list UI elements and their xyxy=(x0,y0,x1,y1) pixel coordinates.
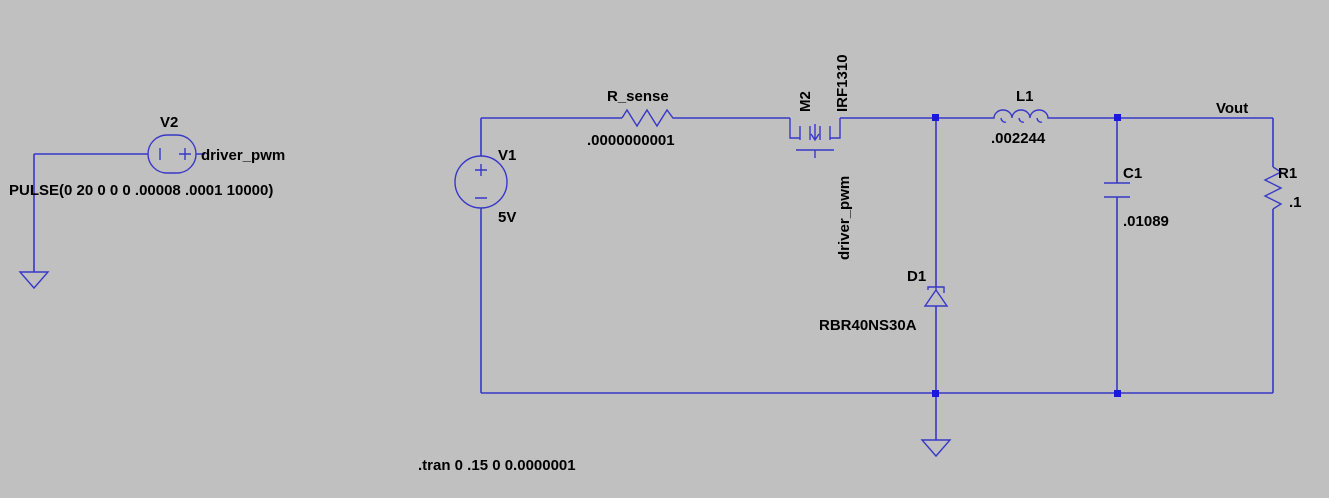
junction-switch-node xyxy=(932,114,939,121)
d1-triangle xyxy=(923,288,949,307)
main-wires xyxy=(480,117,1274,440)
m2-gate xyxy=(796,149,834,158)
v2-ground xyxy=(18,271,50,290)
v2-wire xyxy=(33,153,205,272)
d1-diode[interactable] xyxy=(923,286,949,307)
m2-channel xyxy=(799,126,831,140)
v1-body xyxy=(454,155,508,209)
d1-name: D1 xyxy=(907,268,926,285)
junction-ground-diode xyxy=(932,390,939,397)
r1-value: .1 xyxy=(1289,194,1302,211)
rsense-resistor[interactable] xyxy=(621,108,678,128)
m2-value: IRF1310 xyxy=(834,54,851,112)
m2-gate-net-label: driver_pwm xyxy=(836,176,853,260)
vout-net-label: Vout xyxy=(1216,100,1248,117)
c1-value: .01089 xyxy=(1123,213,1169,230)
driver-pwm-net-label: driver_pwm xyxy=(201,147,285,164)
rsense-name: R_sense xyxy=(607,88,669,105)
m2-body-diode xyxy=(810,124,820,142)
v2-polarity xyxy=(159,148,191,160)
v1-polarity xyxy=(475,164,487,199)
m2-drain-source xyxy=(789,118,841,139)
r1-resistor[interactable] xyxy=(1263,166,1283,210)
v1-value: 5V xyxy=(498,209,516,226)
l1-inductor[interactable] xyxy=(988,109,1066,119)
v2-name: V2 xyxy=(160,114,178,131)
l1-coil-loops xyxy=(1000,117,1043,123)
c1-capacitor[interactable] xyxy=(1104,182,1130,198)
l1-name: L1 xyxy=(1016,88,1034,105)
v2-value: PULSE(0 20 0 0 0 .00008 .0001 10000) xyxy=(9,182,273,199)
d1-value: RBR40NS30A xyxy=(819,317,917,334)
l1-value: .002244 xyxy=(991,130,1046,147)
v2-source[interactable] xyxy=(18,134,205,290)
junction-vout-node xyxy=(1114,114,1121,121)
main-ground-icon xyxy=(920,439,952,458)
v1-name: V1 xyxy=(498,147,516,164)
m2-name: M2 xyxy=(797,91,814,112)
m2-mosfet[interactable] xyxy=(789,118,841,158)
c1-name: C1 xyxy=(1123,165,1142,182)
rsense-value: .0000000001 xyxy=(587,132,675,149)
junction-ground-cap xyxy=(1114,390,1121,397)
tran-directive[interactable]: .tran 0 .15 0 0.0000001 xyxy=(418,457,576,474)
v1-source[interactable] xyxy=(454,155,508,209)
v2-body xyxy=(147,134,197,174)
r1-name: R1 xyxy=(1278,165,1297,182)
